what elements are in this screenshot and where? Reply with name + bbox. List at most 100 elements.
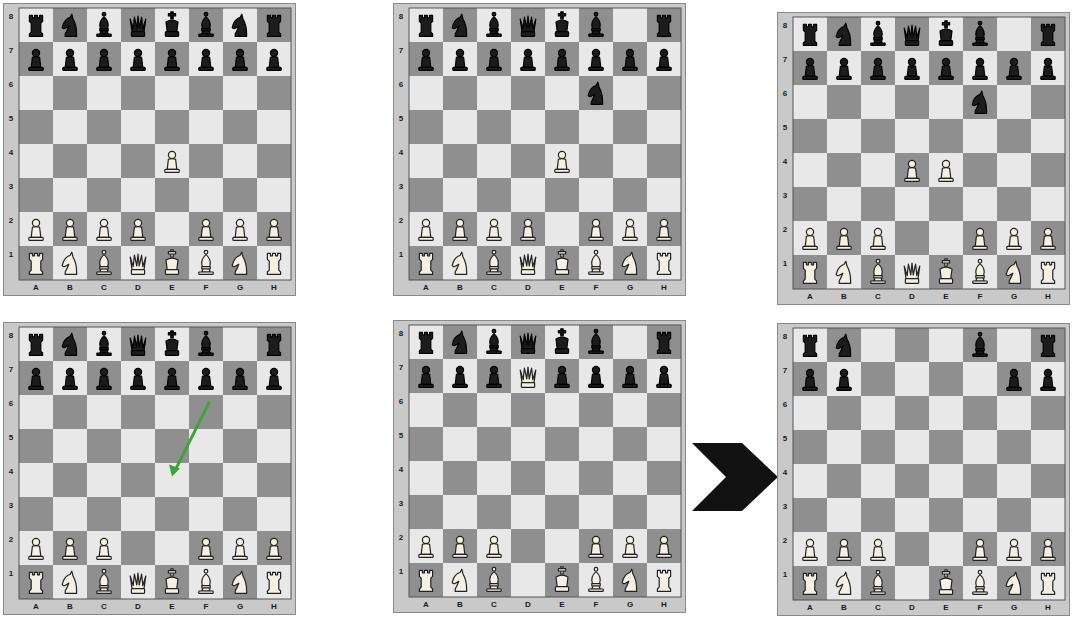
board-square	[827, 532, 861, 566]
board-square	[189, 395, 223, 429]
board-square	[53, 565, 87, 599]
board-square	[189, 565, 223, 599]
rank-number: 4	[5, 148, 17, 157]
rank-number: 5	[779, 123, 791, 132]
board-square	[121, 395, 155, 429]
chess-piece	[199, 331, 213, 355]
board-square	[443, 427, 477, 461]
chess-piece	[520, 333, 536, 353]
rank-number: 8	[5, 12, 17, 21]
board-square	[155, 246, 189, 280]
rank-number: 2	[395, 533, 407, 542]
board-square	[647, 246, 681, 280]
move-arrowhead	[169, 465, 180, 477]
board-square	[963, 153, 997, 187]
chess-piece	[803, 58, 817, 79]
chess-piece	[1041, 24, 1054, 45]
chess-piece	[131, 368, 145, 389]
board-square	[793, 532, 827, 566]
board-square	[997, 119, 1031, 153]
board-square	[121, 110, 155, 144]
board-square	[511, 144, 545, 178]
board-square	[929, 85, 963, 119]
chess-piece	[233, 219, 247, 240]
board-square	[87, 395, 121, 429]
board-square	[477, 359, 511, 393]
file-letter: A	[804, 603, 816, 612]
board-square	[861, 85, 895, 119]
rank-number: 3	[779, 502, 791, 511]
board-square	[409, 76, 443, 110]
chess-piece	[165, 569, 178, 594]
rank-number: 3	[5, 182, 17, 191]
board-square	[19, 76, 53, 110]
chess-piece	[63, 368, 77, 389]
chess-piece	[623, 366, 637, 387]
board-square	[477, 495, 511, 529]
board-square	[929, 51, 963, 85]
board-square	[53, 110, 87, 144]
board-square	[19, 463, 53, 497]
chess-piece	[871, 539, 885, 560]
chess-piece	[1007, 369, 1021, 390]
board-square	[793, 17, 827, 51]
file-letter: G	[624, 283, 636, 292]
board-square	[963, 85, 997, 119]
chess-piece	[972, 91, 986, 113]
chess-piece	[836, 334, 850, 356]
chess-piece	[165, 368, 179, 389]
chess-piece	[973, 58, 987, 79]
board-square	[53, 144, 87, 178]
chess-piece	[589, 250, 603, 274]
chess-piece	[97, 49, 111, 70]
chess-piece	[97, 12, 111, 36]
next-arrow	[692, 443, 778, 511]
file-letter: A	[420, 283, 432, 292]
board-square	[647, 427, 681, 461]
rank-number: 1	[779, 570, 791, 579]
board-square	[997, 17, 1031, 51]
chess-piece	[520, 367, 536, 387]
chess-piece	[1041, 335, 1054, 356]
board-frame	[394, 4, 686, 296]
board-square	[647, 144, 681, 178]
board-square	[895, 119, 929, 153]
chess-piece	[267, 572, 280, 593]
file-letter: H	[658, 283, 670, 292]
board-square	[477, 178, 511, 212]
board-square	[155, 178, 189, 212]
board-square	[861, 255, 895, 289]
chess-piece	[1006, 572, 1020, 594]
board-square	[53, 429, 87, 463]
board-square	[997, 255, 1031, 289]
chess-piece	[233, 368, 247, 389]
board-square	[477, 76, 511, 110]
chess-piece	[1041, 539, 1055, 560]
file-letter: F	[200, 602, 212, 611]
board-square	[827, 328, 861, 362]
board-square	[647, 563, 681, 597]
chess-piece	[97, 331, 111, 355]
board-square	[613, 427, 647, 461]
chess-piece	[63, 538, 77, 559]
chess-board	[778, 324, 1070, 616]
rank-number: 7	[5, 365, 17, 374]
board-square	[1031, 255, 1065, 289]
board-square	[579, 246, 613, 280]
board-square	[87, 497, 121, 531]
board-edge	[19, 327, 291, 599]
chess-piece	[555, 151, 569, 172]
board-square	[895, 17, 929, 51]
board-square	[963, 566, 997, 600]
file-letter: D	[906, 603, 918, 612]
chess-piece	[487, 567, 501, 591]
board-square	[477, 325, 511, 359]
board-square	[121, 463, 155, 497]
file-letter: C	[872, 292, 884, 301]
rank-number: 5	[779, 434, 791, 443]
board-square	[1031, 566, 1065, 600]
board-square	[861, 119, 895, 153]
file-letter: E	[166, 283, 178, 292]
file-letter: D	[522, 283, 534, 292]
board-square	[257, 565, 291, 599]
